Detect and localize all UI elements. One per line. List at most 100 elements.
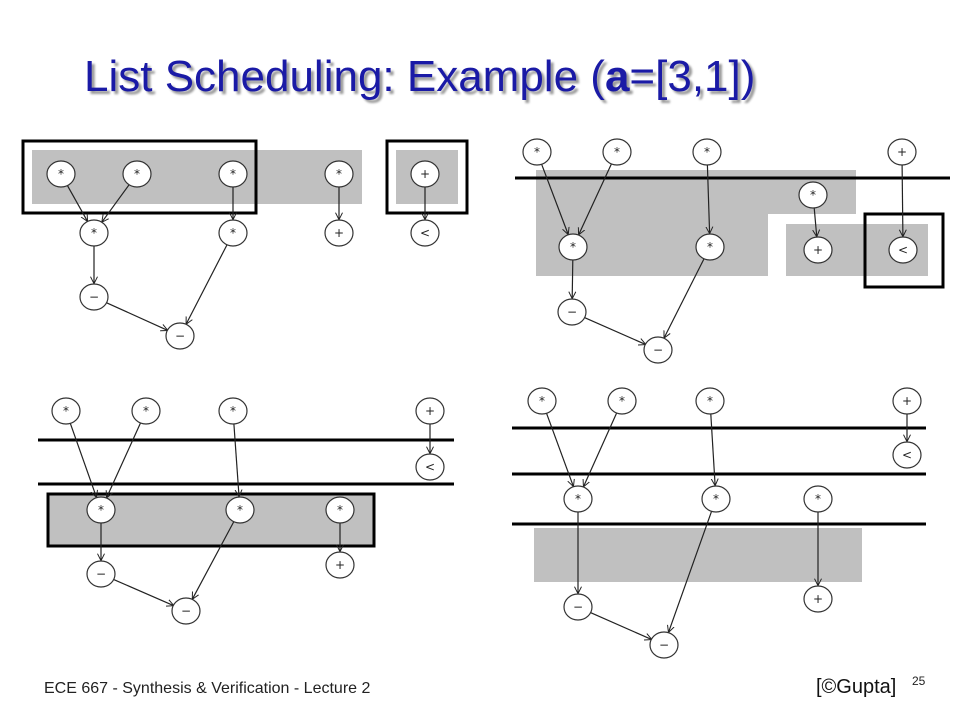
op-node-circle xyxy=(79,283,109,311)
op-node-label: + xyxy=(897,145,907,159)
dependency-edge xyxy=(66,185,87,221)
op-node-sub: − xyxy=(643,336,673,364)
op-node-mul: * xyxy=(79,219,109,247)
dependency-edge xyxy=(707,164,709,233)
dependency-edge xyxy=(669,510,713,632)
dependency-edge xyxy=(69,423,96,497)
op-node-circle xyxy=(51,397,81,425)
op-node-add: + xyxy=(415,397,445,425)
op-node-circle xyxy=(563,485,593,513)
op-node-circle xyxy=(324,160,354,188)
op-node-circle xyxy=(218,219,248,247)
op-node-label: + xyxy=(420,167,430,181)
op-node-circle xyxy=(410,160,440,188)
op-node-sub: − xyxy=(165,322,195,350)
op-node-add: + xyxy=(803,585,833,613)
schedule-band xyxy=(534,528,862,582)
op-node-mul: * xyxy=(46,160,76,188)
op-node-mul: * xyxy=(324,160,354,188)
op-node-circle xyxy=(803,585,833,613)
op-node-lt: < xyxy=(415,453,445,481)
op-node-circle xyxy=(798,181,828,209)
title-suffix: =[3,1]) xyxy=(629,52,756,101)
op-node-label: * xyxy=(575,492,581,506)
slide-title: List Scheduling: Example (a=[3,1]) xyxy=(84,52,755,102)
op-node-label: * xyxy=(614,145,620,159)
op-node-label: < xyxy=(902,448,912,462)
op-node-circle xyxy=(122,160,152,188)
op-node-mul: * xyxy=(131,397,161,425)
op-node-mul: * xyxy=(86,496,116,524)
op-node-label: * xyxy=(539,394,545,408)
dependency-edge xyxy=(233,423,239,496)
op-node-circle xyxy=(522,138,552,166)
op-node-mul: * xyxy=(122,160,152,188)
op-node-mul: * xyxy=(701,485,731,513)
op-node-label: < xyxy=(898,243,908,257)
panel-step-2: ***+***+<−− xyxy=(515,138,950,364)
op-node-label: * xyxy=(619,394,625,408)
dependency-edge xyxy=(545,412,574,486)
op-node-label: + xyxy=(334,226,344,240)
op-node-mul: * xyxy=(218,219,248,247)
op-node-label: * xyxy=(230,226,236,240)
op-node-add: + xyxy=(803,236,833,264)
dependency-edge xyxy=(112,578,173,605)
op-node-add: + xyxy=(325,551,355,579)
op-node-circle xyxy=(888,236,918,264)
op-node-sub: − xyxy=(557,298,587,326)
op-node-add: + xyxy=(324,219,354,247)
op-node-circle xyxy=(887,138,917,166)
op-node-mul: * xyxy=(325,496,355,524)
dependency-edge xyxy=(572,259,573,298)
selected-ops-box xyxy=(46,492,376,548)
op-node-mul: * xyxy=(218,397,248,425)
op-node-label: * xyxy=(58,167,64,181)
footer-credit: [©Gupta] xyxy=(816,676,897,698)
op-node-label: * xyxy=(237,503,243,517)
op-node-label: − xyxy=(175,329,185,343)
op-node-label: + xyxy=(335,558,345,572)
op-node-lt: < xyxy=(410,219,440,247)
selected-ops-box xyxy=(863,212,945,289)
op-node-label: * xyxy=(810,188,816,202)
op-node-label: < xyxy=(420,226,430,240)
op-node-circle xyxy=(218,397,248,425)
op-node-circle xyxy=(563,593,593,621)
op-node-label: < xyxy=(425,460,435,474)
dependency-edge xyxy=(541,163,568,234)
op-node-circle xyxy=(607,387,637,415)
op-node-circle xyxy=(692,138,722,166)
op-node-circle xyxy=(558,233,588,261)
dependency-edge xyxy=(584,412,618,486)
op-node-circle xyxy=(695,233,725,261)
dependency-edge xyxy=(710,413,715,485)
op-node-mul: * xyxy=(798,181,828,209)
op-node-mul: * xyxy=(607,387,637,415)
page-number: 25 xyxy=(912,674,926,688)
op-node-mul: * xyxy=(527,387,557,415)
op-node-label: − xyxy=(96,567,106,581)
op-node-label: * xyxy=(570,240,576,254)
op-node-label: − xyxy=(653,343,663,357)
op-node-circle xyxy=(324,219,354,247)
selected-ops-box xyxy=(21,139,258,215)
op-node-label: * xyxy=(91,226,97,240)
panel-step-3: ***+<***−+− xyxy=(38,397,454,625)
op-node-circle xyxy=(171,597,201,625)
op-node-label: + xyxy=(813,243,823,257)
op-node-circle xyxy=(415,397,445,425)
op-node-sub: − xyxy=(79,283,109,311)
dependency-edge xyxy=(589,611,651,639)
dependency-edge xyxy=(814,207,817,236)
title-variable: a xyxy=(604,52,630,101)
op-node-label: * xyxy=(713,492,719,506)
op-node-circle xyxy=(218,160,248,188)
dependency-edge xyxy=(902,164,903,236)
op-node-label: − xyxy=(89,290,99,304)
op-node-circle xyxy=(325,496,355,524)
dependency-edge xyxy=(664,258,705,338)
op-node-circle xyxy=(892,441,922,469)
op-node-mul: * xyxy=(692,138,722,166)
